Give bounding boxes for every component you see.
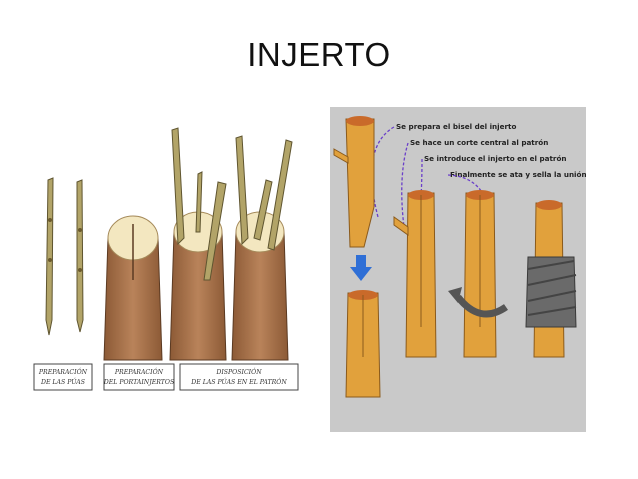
caption-box-3: DISPOSICIÓN DE LAS PÚAS EN EL PATRÓN [179,363,299,391]
svg-text:PREPARACIÓN: PREPARACIÓN [114,368,164,376]
caption-box-2: PREPARACIÓN DEL PORTAINJERTOS [103,363,175,391]
step-label-2: Se hace un corte central al patrón [410,138,548,147]
svg-text:DE LAS PÚAS EN EL PATRÓN: DE LAS PÚAS EN EL PATRÓN [190,378,287,386]
rotate-arrow-icon [448,287,508,318]
svg-text:DE LAS PÚAS: DE LAS PÚAS [40,378,85,386]
beveled-scion [333,116,375,248]
arrow-down-icon [350,255,372,281]
step-label-3: Se introduce el injerto en el patrón [424,154,567,163]
scion-inserted [463,190,497,358]
rootstock-with-scions-1 [169,127,227,361]
cleft-graft-illustration: PREPARACIÓN DE LAS PÚAS PREPARACIÓN DEL … [22,120,322,410]
slide-title: INJERTO [247,36,391,73]
step-label-1: Se prepara el bisel del injerto [396,122,516,131]
graft-steps-illustration: Se prepara el bisel del injerto Se hace … [330,107,587,432]
step-label-4: Finalmente se ata y sella la unión [450,170,586,179]
scion-right [76,179,84,333]
caption-box-1: PREPARACIÓN DE LAS PÚAS [33,363,93,391]
wrapped-union [525,200,577,358]
split-rootstock [393,190,437,358]
scion-left [45,177,54,336]
svg-text:DISPOSICIÓN: DISPOSICIÓN [215,368,262,376]
svg-text:PREPARACIÓN: PREPARACIÓN [38,368,88,376]
rootstock-split [103,215,163,361]
rootstock-stick [345,290,381,398]
rootstock-with-scions-2 [231,135,293,361]
svg-text:DEL PORTAINJERTOS: DEL PORTAINJERTOS [103,379,174,386]
